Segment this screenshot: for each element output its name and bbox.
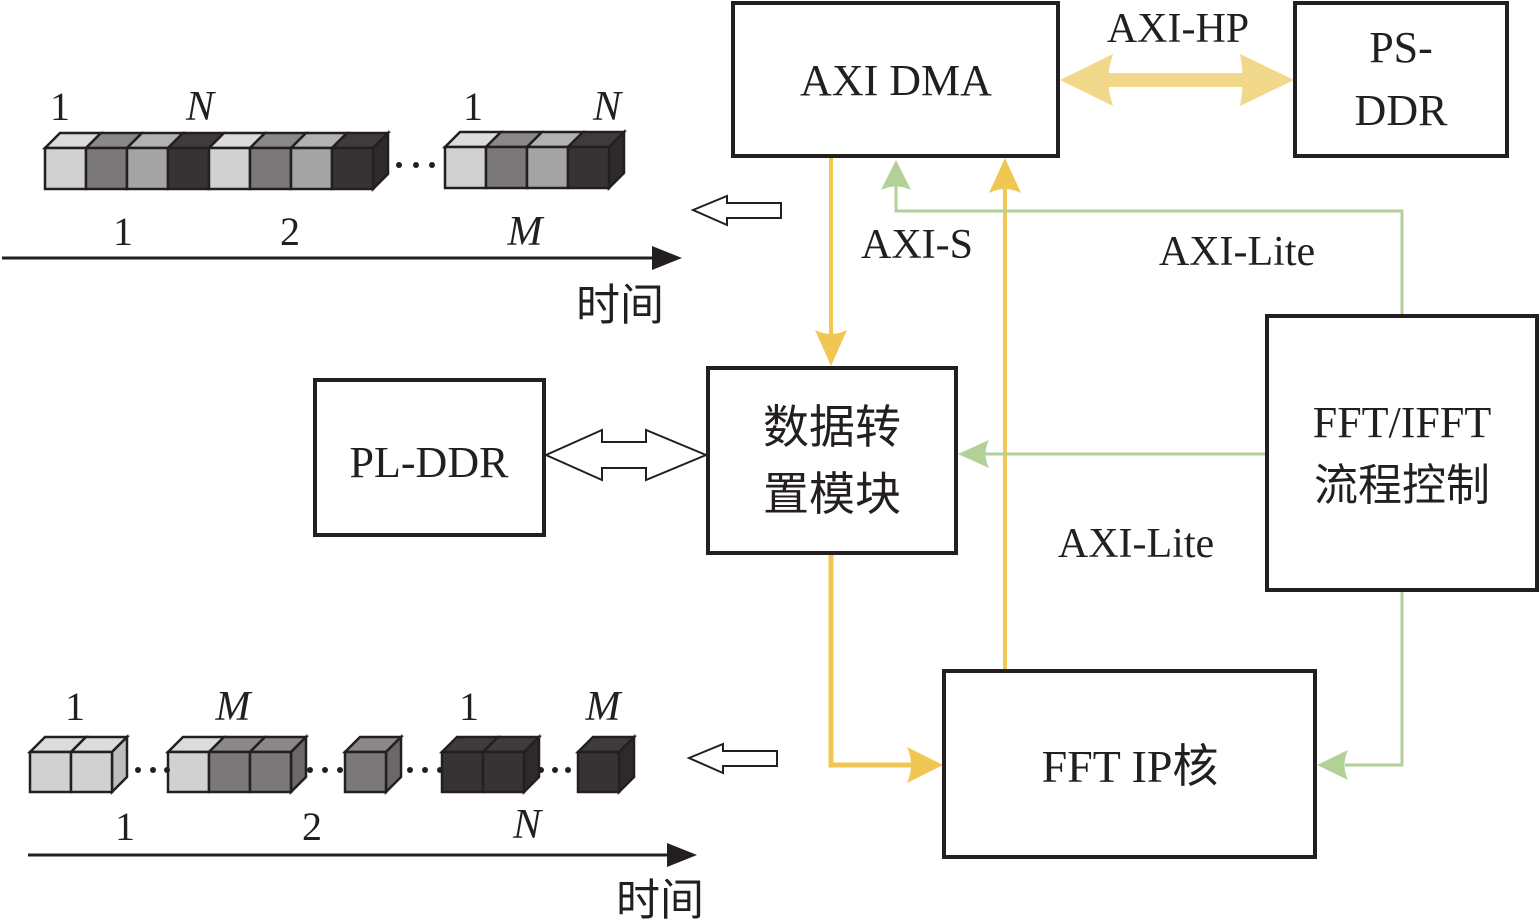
top-group-label-2: 2 xyxy=(280,209,300,254)
top-strip-b-cell xyxy=(525,145,570,190)
top-cube-strip xyxy=(41,128,628,193)
axi-lite-control-to-dma xyxy=(881,160,1404,316)
fft-ip-core-block: FFT IP核 xyxy=(942,669,1317,859)
bottom-strip-2-group xyxy=(164,733,310,796)
top-label-1-a: 1 xyxy=(50,84,70,129)
bottom-strip-4-cell xyxy=(440,750,485,794)
axi-lite-mid-label: AXI-Lite xyxy=(1058,521,1214,567)
bottom-strip-1-group xyxy=(26,733,131,796)
top-strip-a-cell xyxy=(289,146,334,191)
fft-to-dma-arrow xyxy=(989,158,1021,670)
pl-ddr-block: PL-DDR xyxy=(313,378,546,537)
bottom-ellipsis xyxy=(135,767,571,773)
transpose-module-block: 数据转 置模块 xyxy=(706,366,958,555)
flow-control-label-line1: FFT/IFFT xyxy=(1313,398,1492,447)
axi-lite-control-to-transpose xyxy=(958,440,1267,468)
hollow-arrow-left-top-icon xyxy=(690,194,782,227)
top-sequence: 1 N 1 N 1 2 M 时间 xyxy=(2,84,682,330)
axi-lite-control-to-fft xyxy=(1317,590,1404,780)
transpose-label-line2: 置模块 xyxy=(763,469,901,520)
top-strip-b-group xyxy=(441,128,628,192)
top-strip-a-cell xyxy=(207,146,252,191)
top-ellipsis xyxy=(396,162,435,168)
bottom-strip-2-cell xyxy=(248,750,293,794)
bottom-label-1-a: 1 xyxy=(65,684,85,729)
bottom-label-m-b: M xyxy=(585,684,623,730)
bottom-group-label-2: 2 xyxy=(302,804,322,849)
bottom-strip-5-cell xyxy=(576,750,621,794)
bottom-strip-1-cell xyxy=(69,750,114,794)
axi-dma-block: AXI DMA xyxy=(731,1,1060,158)
bottom-group-label-1: 1 xyxy=(115,804,135,849)
top-time-label: 时间 xyxy=(576,281,664,330)
top-group-label-m: M xyxy=(507,209,545,255)
bottom-strip-4-group xyxy=(438,733,543,796)
top-strip-b-cell xyxy=(566,145,611,190)
bottom-strip-4-cell xyxy=(481,750,526,794)
top-label-n-b: N xyxy=(592,84,623,130)
pl-ddr-label: PL-DDR xyxy=(350,438,510,487)
bottom-strip-3-group xyxy=(341,733,405,796)
flow-control-block: FFT/IFFT 流程控制 xyxy=(1265,314,1539,592)
transpose-to-fft-arrow xyxy=(828,555,943,783)
axi-hp-label: AXI-HP xyxy=(1107,6,1249,52)
top-label-n-a: N xyxy=(185,84,216,130)
bottom-time-label: 时间 xyxy=(616,876,704,923)
top-strip-a-cell xyxy=(330,146,375,191)
top-strip-b-cell xyxy=(484,145,529,190)
fft-ip-label: FFT IP核 xyxy=(1042,741,1219,792)
top-strip-a-cell xyxy=(84,146,129,191)
axi-s-label: AXI-S xyxy=(861,222,973,268)
bottom-strip-3-cell xyxy=(343,750,388,794)
bottom-strip-2-cell xyxy=(166,750,211,794)
ps-ddr-block: PS- DDR xyxy=(1293,1,1509,158)
bottom-label-1-b: 1 xyxy=(459,684,479,729)
axi-hp-double-arrow xyxy=(1060,54,1294,106)
hollow-arrow-left-bottom-icon xyxy=(686,742,778,775)
top-strip-b-cell xyxy=(443,145,488,190)
bottom-sequence: 1 M 1 M 1 2 N 时间 xyxy=(26,684,704,923)
axi-lite-top-label: AXI-Lite xyxy=(1159,229,1315,275)
pl-ddr-transpose-double-arrow xyxy=(543,428,709,482)
ps-ddr-label-line2: DDR xyxy=(1355,86,1449,135)
bottom-strip-2-cell xyxy=(207,750,252,794)
bottom-time-arrowhead xyxy=(667,843,697,867)
top-group-label-1: 1 xyxy=(113,209,133,254)
axi-s-arrow-dma-to-transpose xyxy=(815,155,847,366)
bottom-strip-5-group xyxy=(574,733,638,796)
top-strip-a-group xyxy=(41,129,392,193)
bottom-time-axis xyxy=(28,843,697,867)
bottom-group-label-n: N xyxy=(512,802,543,848)
top-time-axis xyxy=(2,246,682,270)
top-time-arrowhead xyxy=(652,246,682,270)
bottom-cube-strip xyxy=(26,733,638,796)
bottom-strip-1-cell xyxy=(28,750,73,794)
transpose-label-line1: 数据转 xyxy=(763,402,901,453)
ps-ddr-label-line1: PS- xyxy=(1369,23,1433,72)
top-strip-a-cell xyxy=(125,146,170,191)
top-strip-a-cell xyxy=(166,146,211,191)
top-strip-a-cell xyxy=(248,146,293,191)
top-label-1-b: 1 xyxy=(463,84,483,129)
flow-control-label-line2: 流程控制 xyxy=(1314,461,1490,510)
axi-dma-label: AXI DMA xyxy=(800,56,992,105)
top-strip-a-cell xyxy=(43,146,88,191)
bottom-label-m-a: M xyxy=(215,684,253,730)
